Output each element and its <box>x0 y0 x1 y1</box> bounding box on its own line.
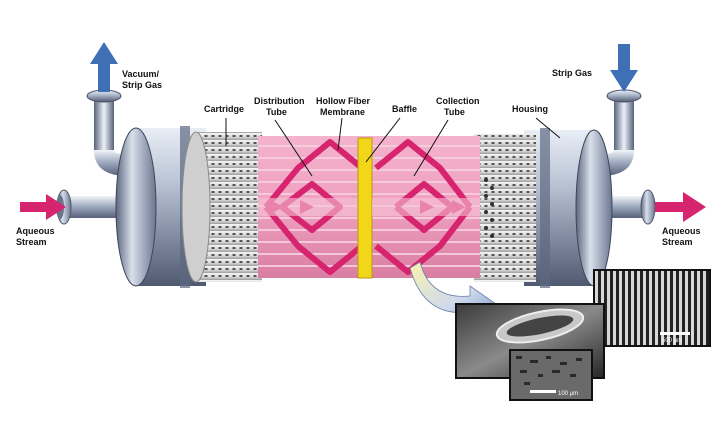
label-housing: Housing <box>512 104 548 114</box>
label-collection-tube-1: Collection <box>436 96 480 106</box>
baffle <box>357 137 373 279</box>
cartridge-right <box>474 134 536 282</box>
distribution-tube <box>258 198 362 216</box>
label-baffle: Baffle <box>392 104 417 114</box>
cartridge-left <box>181 131 262 283</box>
sem-image-fibers: 500 µm <box>593 269 711 347</box>
strip-gas-inlet-arrow <box>610 44 638 92</box>
aqueous-inlet-pipe <box>56 189 132 225</box>
label-vacuum-strip-gas-1: Vacuum/ <box>122 69 160 79</box>
aqueous-inlet-arrow <box>20 194 66 220</box>
label-distribution-tube-2: Tube <box>266 107 287 117</box>
label-aqueous-out-2: Stream <box>662 237 693 247</box>
label-cartridge: Cartridge <box>204 104 244 114</box>
label-distribution-tube-1: Distribution <box>254 96 305 106</box>
collection-tube <box>372 198 480 216</box>
aqueous-outlet-arrow <box>655 192 706 222</box>
label-hollow-fiber-1: Hollow Fiber <box>316 96 370 106</box>
scale-bar-label-2: 100 µm <box>558 391 578 397</box>
labels: Vacuum/ Strip Gas Strip Gas Cartridge Di… <box>16 68 701 247</box>
label-aqueous-out-1: Aqueous <box>662 226 701 236</box>
leader-lines <box>225 117 561 177</box>
label-collection-tube-2: Tube <box>444 107 465 117</box>
scale-bar-label-1: 500 µm <box>662 338 682 344</box>
fiber-ends <box>484 178 494 238</box>
label-aqueous-in-1: Aqueous <box>16 226 55 236</box>
label-hollow-fiber-2: Membrane <box>320 107 365 117</box>
vacuum-outlet-arrow <box>90 42 118 92</box>
label-aqueous-in-2: Stream <box>16 237 47 247</box>
sem-image-membrane-pores: 100 µm <box>509 349 593 401</box>
label-vacuum-strip-gas-2: Strip Gas <box>122 80 162 90</box>
label-strip-gas: Strip Gas <box>552 68 592 78</box>
